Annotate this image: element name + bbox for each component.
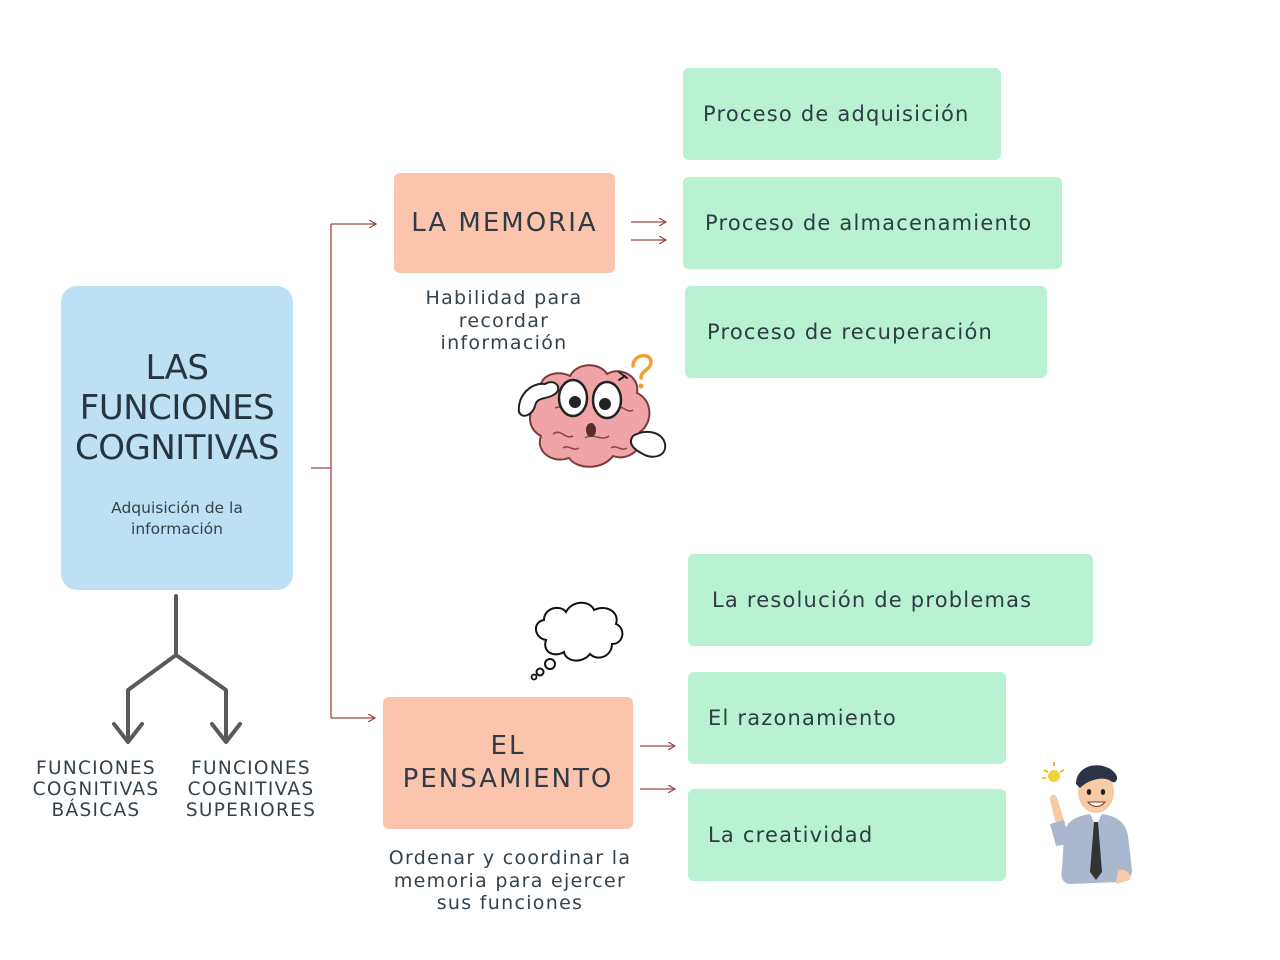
main-title-line: LAS: [145, 348, 209, 388]
memoria-item-label: Proceso de recuperación: [707, 320, 994, 344]
basic-functions-label: FUNCIONES COGNITIVAS BÁSICAS: [32, 758, 160, 821]
idea-person-icon: [1042, 762, 1132, 884]
memoria-item: Proceso de almacenamiento: [683, 177, 1062, 269]
memoria-item: Proceso de recuperación: [685, 286, 1047, 378]
main-title-line: FUNCIONES: [79, 388, 275, 428]
arrow-right-icon: [631, 222, 675, 789]
thought-cloud-icon: [530, 601, 624, 681]
memoria-item-label: Proceso de adquisición: [703, 102, 970, 126]
main-title-line: COGNITIVAS: [74, 428, 280, 468]
pensamiento-item-label: La creatividad: [708, 823, 874, 847]
main-concept-box: LAS FUNCIONES COGNITIVAS Adquisición de …: [61, 286, 293, 590]
memoria-box: LA MEMORIA: [394, 173, 615, 273]
pensamiento-item-label: El razonamiento: [708, 706, 897, 730]
memoria-item-label: Proceso de almacenamiento: [705, 211, 1033, 235]
fork-arrow: [112, 594, 242, 744]
pensamiento-box: EL PENSAMIENTO: [383, 697, 633, 829]
main-subtitle: Adquisición de la información: [111, 499, 243, 538]
pensamiento-item: La creatividad: [688, 789, 1006, 881]
pensamiento-description: Ordenar y coordinar la memoria para ejer…: [388, 847, 632, 914]
pensamiento-item: La resolución de problemas: [688, 554, 1093, 646]
memoria-title: LA MEMORIA: [411, 208, 598, 238]
memoria-item: Proceso de adquisición: [683, 68, 1001, 160]
main-title: LAS FUNCIONES COGNITIVAS: [74, 348, 280, 468]
pensamiento-title-line: EL: [490, 731, 526, 761]
branch-connector: [311, 224, 376, 718]
pensamiento-title-line: PENSAMIENTO: [402, 764, 614, 794]
pensamiento-item-label: La resolución de problemas: [712, 588, 1033, 612]
pensamiento-item: El razonamiento: [688, 672, 1006, 764]
confused-brain-icon: [517, 353, 667, 468]
superior-functions-label: FUNCIONES COGNITIVAS SUPERIORES: [185, 758, 317, 821]
memoria-description: Habilidad para recordar información: [425, 287, 583, 354]
